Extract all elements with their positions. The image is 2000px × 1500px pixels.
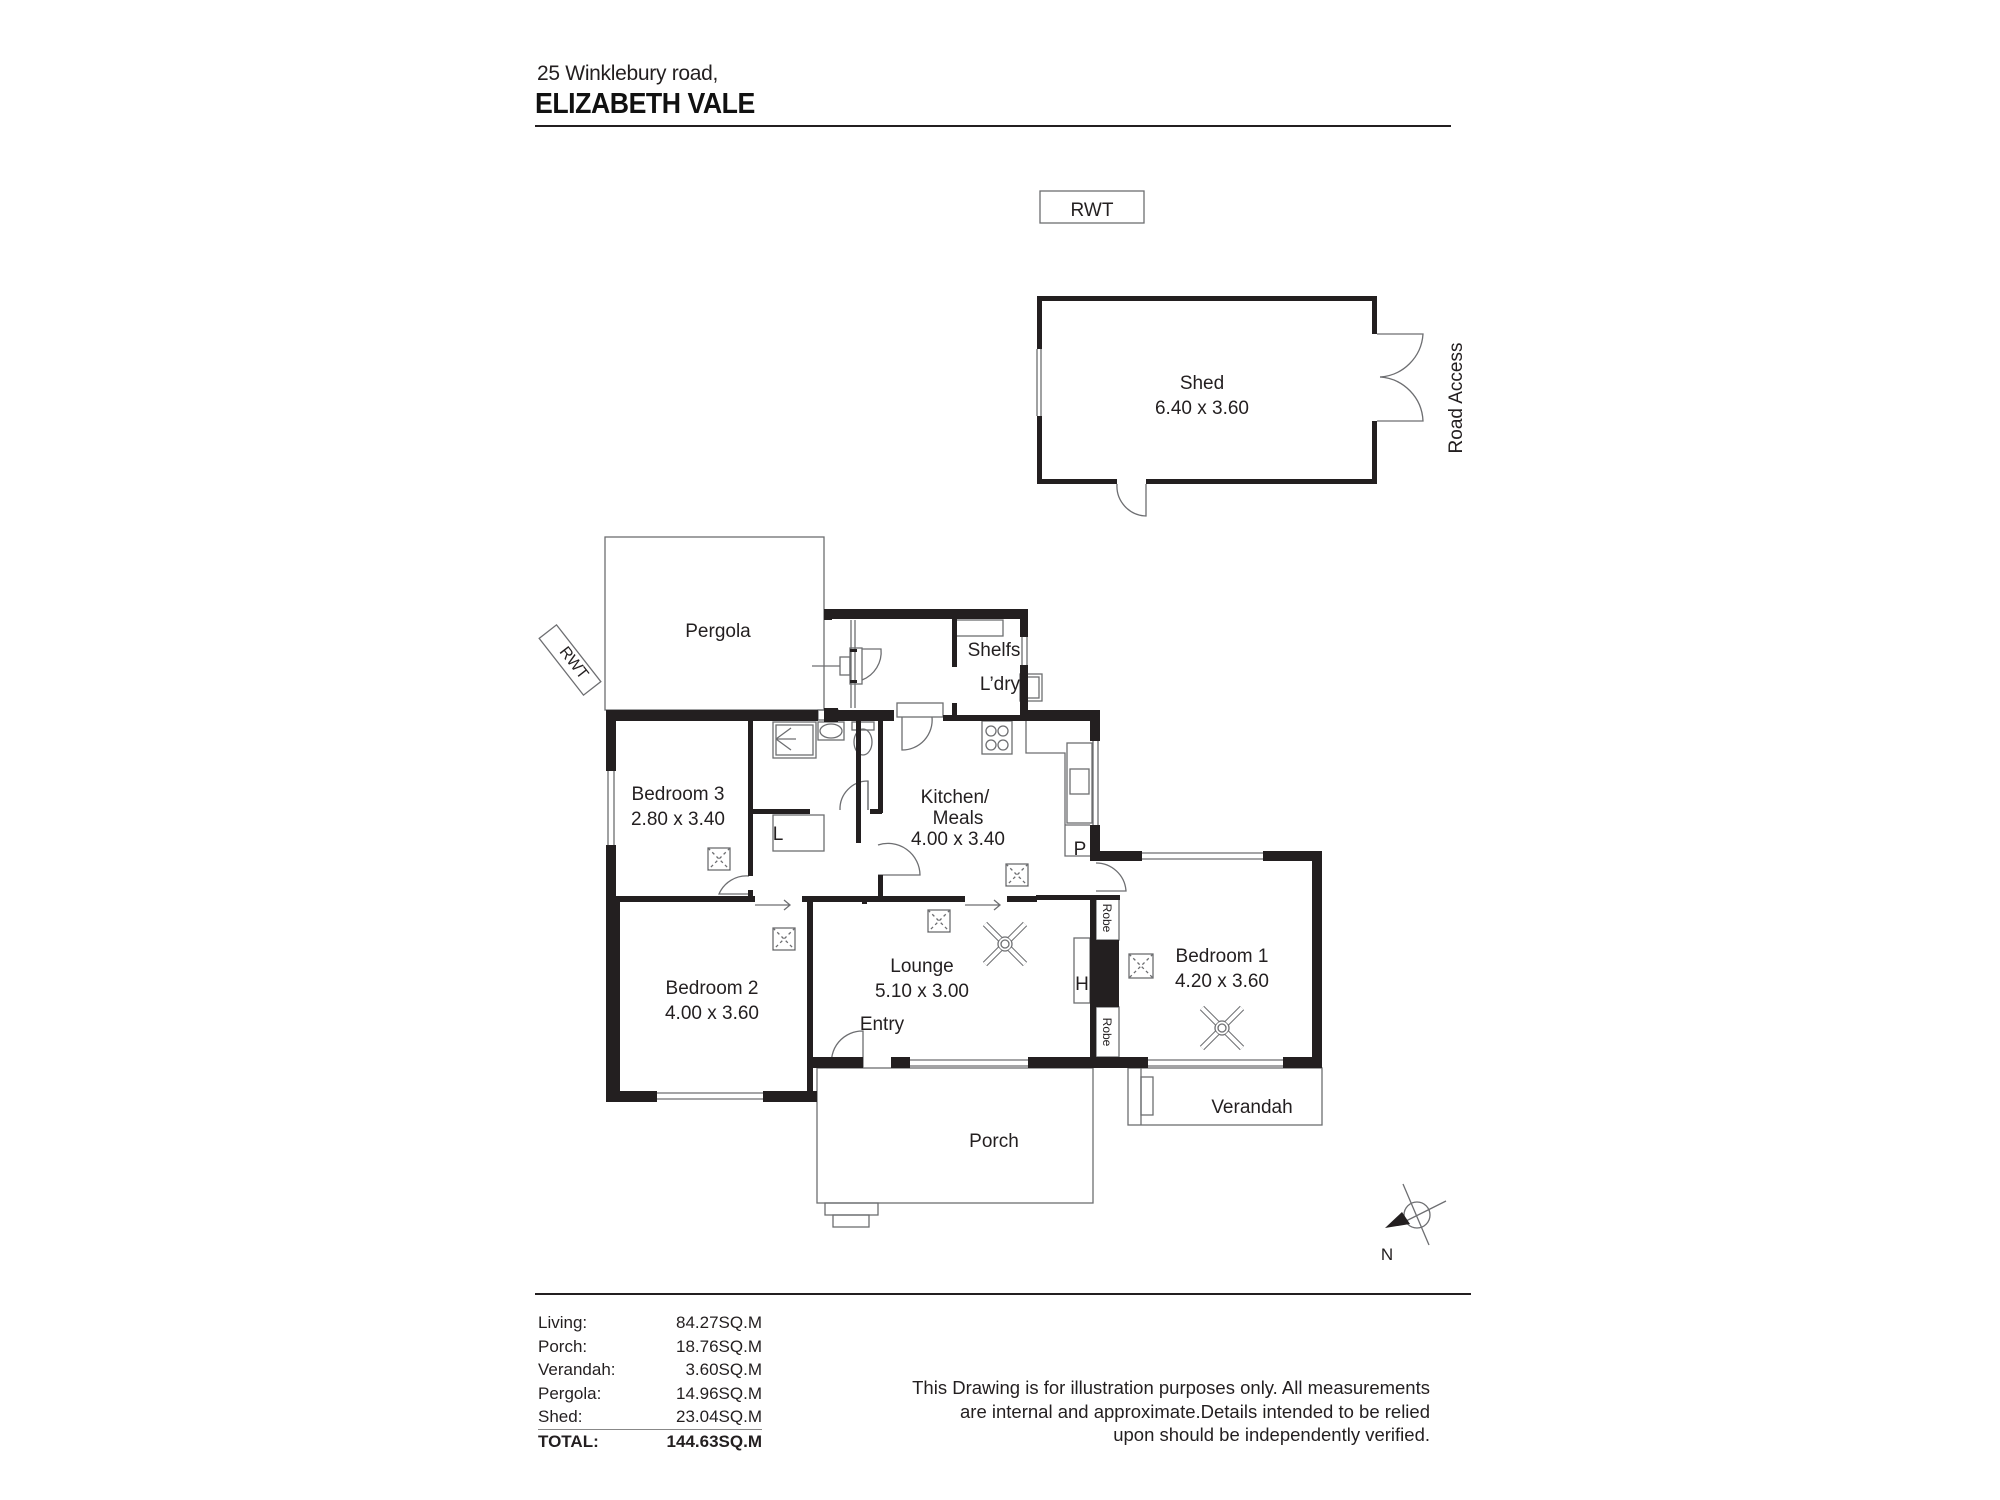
rwt-tank-top [1039,190,1145,224]
area-row-shed: Shed: 23.04SQ.M [538,1405,762,1429]
suburb-title: ELIZABETH VALE [535,88,755,120]
bedroom2-label: Bedroom 2 [666,978,759,999]
ceiling-light-icons [707,847,1154,979]
lounge-size: 5.10 x 3.00 [875,981,969,1002]
area-row-living: Living: 84.27SQ.M [538,1311,762,1335]
total-value: 144.63SQ.M [666,1431,762,1451]
entry-label: Entry [860,1014,905,1035]
bedroom2-size: 4.00 x 3.60 [665,1003,759,1024]
porch-area [816,1067,1094,1204]
verandah-label: Verandah [1211,1097,1292,1118]
total-label: TOTAL: [538,1431,599,1451]
shed-label: Shed [1180,373,1224,394]
lounge-label: Lounge [890,956,953,977]
disclaimer-line-3: upon should be independently verified. [1113,1424,1430,1445]
pergola-label: Pergola [685,621,751,642]
laundry-label: L’dry [980,674,1021,695]
road-access-label: Road Access [1446,343,1467,454]
ceiling-fan-icon [1199,1005,1245,1051]
bedroom1-size: 4.20 x 3.60 [1175,971,1269,992]
disclaimer-line-1: This Drawing is for illustration purpose… [912,1377,1430,1398]
shelfs-label: Shelfs [968,640,1021,661]
compass-north-label: N [1381,1245,1393,1264]
linen-cupboard [772,814,825,852]
walls [606,296,1377,1102]
verandah-area [1127,1067,1323,1126]
robe-upper-label: Robe [1100,904,1114,933]
kitchen-size: 4.00 x 3.40 [911,829,1005,850]
area-value: 14.96SQ.M [676,1383,762,1403]
area-value: 3.60SQ.M [685,1360,762,1379]
heater-label: H [1075,974,1089,995]
footer-divider [535,1293,1471,1295]
pantry-label: P [1074,839,1087,860]
area-label: Porch: [538,1336,588,1356]
area-label: Living: [538,1313,588,1332]
area-row-total: TOTAL: 144.63SQ.M [538,1428,762,1454]
area-label: Verandah: [538,1360,616,1379]
kitchen-sink [1066,742,1093,824]
area-row-porch: Porch: 18.76SQ.M [538,1335,762,1359]
bedroom1-label: Bedroom 1 [1176,946,1269,967]
area-value: 84.27SQ.M [676,1313,762,1332]
area-row-pergola: Pergola: 14.96SQ.M [538,1382,762,1406]
linen-label: L [773,824,784,845]
area-label: Shed: [538,1407,583,1426]
bedroom3-size: 2.80 x 3.40 [631,809,725,830]
kitchen-label-line2: Meals [933,808,984,829]
area-value: 23.04SQ.M [676,1407,762,1426]
area-row-verandah: Verandah: 3.60SQ.M [538,1358,762,1382]
rwt-tank-side [538,623,602,697]
address-line: 25 Winklebury road, [537,62,719,85]
shed-size: 6.40 x 3.60 [1155,398,1249,419]
disclaimer-line-2: are internal and approximate.Details int… [960,1400,1430,1422]
kitchen-label-line1: Kitchen/ [921,787,990,808]
area-value: 18.76SQ.M [676,1336,762,1356]
shed-door-upper [1377,333,1424,378]
area-schedule: Living: 84.27SQ.M Porch: 18.76SQ.M Veran… [538,1311,762,1454]
porch-label: Porch [969,1131,1019,1152]
area-label: Pergola: [538,1383,602,1403]
ceiling-fan-icon [982,921,1028,967]
compass-north-icon [1385,1183,1447,1246]
rwt-label-top: RWT [1071,200,1114,221]
bedroom3-label: Bedroom 3 [632,784,725,805]
disclaimer: This Drawing is for illustration purpose… [900,1376,1430,1447]
robe-lower-label: Robe [1100,1018,1114,1047]
header-divider [535,125,1451,127]
